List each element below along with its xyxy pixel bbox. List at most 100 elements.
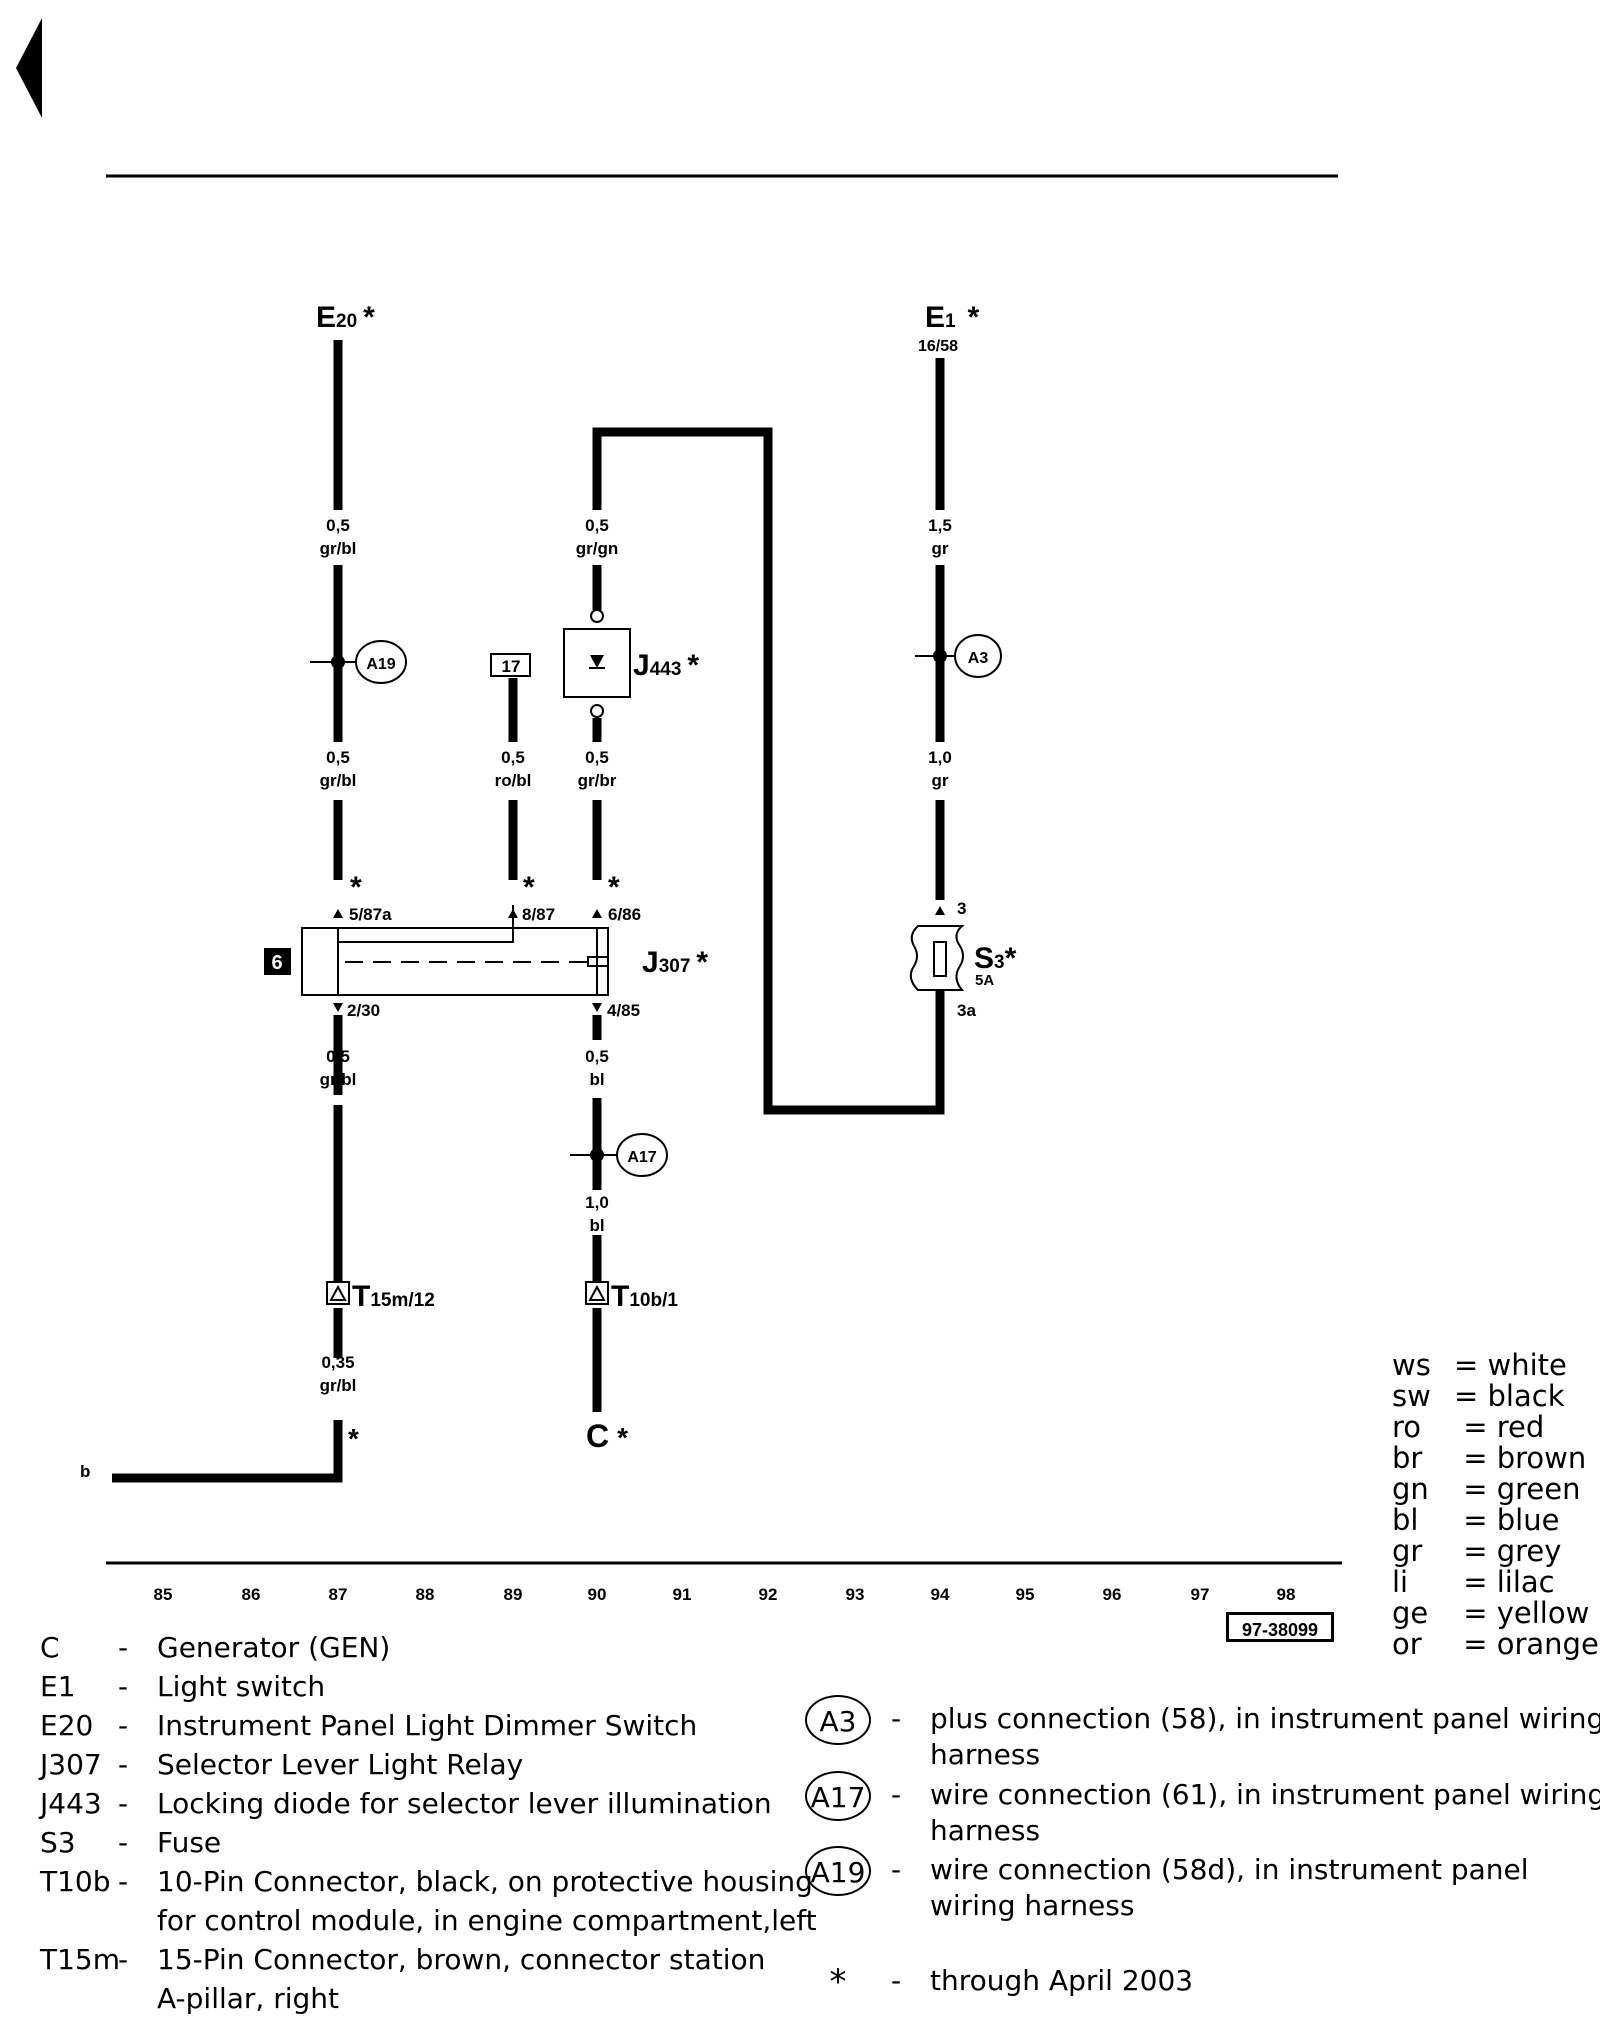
connection-code: * xyxy=(829,1962,847,2002)
reference-number: 97-38099 xyxy=(1226,1612,1334,1642)
legend-desc: 10-Pin Connector, black, on protective h… xyxy=(157,1865,813,1898)
wire-size: 0,5 xyxy=(585,748,609,767)
back-arrow-icon[interactable] xyxy=(16,18,42,118)
wire-size: 1,0 xyxy=(928,748,952,767)
grid-number: 94 xyxy=(931,1585,950,1604)
legend-code: T10b xyxy=(40,1865,111,1898)
legend-desc: Locking diode for selector lever illumin… xyxy=(157,1787,772,1820)
t15m-star: * xyxy=(348,1423,359,1454)
color-name: = lilac xyxy=(1454,1565,1555,1599)
color-abbr: ws xyxy=(1392,1348,1431,1382)
wire-labels: 0,5 gr/bl 0,5 gr/gn 1,5 gr 0,5 gr/bl 0,5… xyxy=(320,516,952,1395)
pin-6-86: 6/86 xyxy=(608,905,641,924)
color-abbr: bl xyxy=(1392,1503,1419,1537)
color-abbr: ro xyxy=(1392,1410,1422,1444)
wire-size: 0,5 xyxy=(501,748,525,767)
legend-desc: Instrument Panel Light Dimmer Switch xyxy=(157,1709,698,1742)
relay-pin-arrows xyxy=(333,906,945,1012)
box-6 xyxy=(264,948,291,975)
color-name: = yellow xyxy=(1454,1596,1590,1630)
grid-number: 86 xyxy=(242,1585,261,1604)
pin-4-85: 4/85 xyxy=(607,1001,640,1020)
connection-code: A19 xyxy=(805,1846,871,1896)
pin-arrow-2-30 xyxy=(333,1003,343,1012)
color-abbr: gn xyxy=(1392,1472,1429,1506)
e1-name: E1* xyxy=(925,301,980,334)
legend-desc: Generator (GEN) xyxy=(157,1631,391,1664)
legend-dash: - xyxy=(118,1943,129,1976)
pin-arrow-6-86 xyxy=(592,909,602,918)
grid-number: 91 xyxy=(673,1585,692,1604)
connection-dash: - xyxy=(891,1853,902,1886)
color-abbr: ge xyxy=(1392,1596,1429,1630)
connection-desc-line: through April 2003 xyxy=(930,1964,1194,1997)
connector-pin-icon xyxy=(588,1284,606,1301)
connection-desc-line: wire connection (61), in instrument pane… xyxy=(930,1778,1600,1811)
pin-arrow-4-85 xyxy=(592,1003,602,1012)
color-name: = green xyxy=(1454,1472,1581,1506)
j443-name: J443* xyxy=(633,649,699,682)
legend-dash: - xyxy=(118,1748,129,1781)
connection-desc-line: harness xyxy=(930,1738,1041,1771)
wire-size: 1,5 xyxy=(928,516,952,535)
s3-pin-out: 3a xyxy=(957,1001,976,1020)
fuse-icon xyxy=(933,941,947,977)
connection-desc: through April 2003 xyxy=(930,1963,1600,1999)
grid-number: 97 xyxy=(1191,1585,1210,1604)
wire-size: 0,5 xyxy=(585,1047,609,1066)
s3-name: S3* xyxy=(974,942,1017,975)
pin-arrow-8-87 xyxy=(508,909,518,918)
connection-desc-line: wiring harness xyxy=(930,1889,1135,1922)
connection-legend: A3-plus connection (58), in instrument p… xyxy=(805,1695,1600,2020)
color-abbr: gr xyxy=(1392,1534,1423,1568)
pin-2-30: 2/30 xyxy=(347,1001,380,1020)
wire-size: 0,5 xyxy=(326,748,350,767)
splices: A19 A17 A3 xyxy=(310,634,1002,1177)
color-abbr: br xyxy=(1392,1441,1423,1475)
grid-number: 90 xyxy=(588,1585,607,1604)
wire-b-route xyxy=(112,1420,343,1483)
legend-desc: Light switch xyxy=(157,1670,326,1703)
s3-rating: 5A xyxy=(975,972,994,989)
star-6-86: * xyxy=(608,871,620,904)
wire-color: gr/bl xyxy=(320,771,357,790)
a19-label: A19 xyxy=(366,656,395,673)
grid-number: 87 xyxy=(329,1585,348,1604)
connection-desc: plus connection (58), in instrument pane… xyxy=(930,1701,1600,1773)
wire-color: bl xyxy=(589,1216,604,1235)
wire-size: 1,0 xyxy=(585,1193,609,1212)
legend-code: E1 xyxy=(40,1670,76,1703)
legend-desc: Fuse xyxy=(157,1826,222,1859)
legend-code: T15m xyxy=(40,1943,121,1976)
grid-number: 98 xyxy=(1277,1585,1296,1604)
wire-size: 0,35 xyxy=(321,1353,354,1372)
grid-number: 93 xyxy=(846,1585,865,1604)
color-name: = blue xyxy=(1454,1503,1560,1537)
wire-color: gr/bl xyxy=(320,1376,357,1395)
grid-number: 92 xyxy=(759,1585,778,1604)
wire-color: bl xyxy=(589,1070,604,1089)
legend-dash: - xyxy=(118,1709,129,1742)
wire-color: gr/gn xyxy=(576,539,619,558)
connector-pin-icon xyxy=(329,1284,347,1301)
t10b-name: T10b/1 xyxy=(611,1280,678,1313)
grid-number: 88 xyxy=(416,1585,435,1604)
wire-loop-to-s3 xyxy=(592,427,945,1115)
legend-dash: - xyxy=(118,1670,129,1703)
legend-desc-cont: A-pillar, right xyxy=(157,1982,340,2015)
a17-symbol xyxy=(616,1133,668,1177)
legend-desc: 15-Pin Connector, brown, connector stati… xyxy=(157,1943,766,1976)
connection-desc-line: harness xyxy=(930,1814,1041,1847)
color-name: = brown xyxy=(1454,1441,1587,1475)
legend-code: J307 xyxy=(40,1748,102,1781)
terminal-17-label: 17 xyxy=(502,657,521,676)
wire-size: 0,5 xyxy=(326,1047,350,1066)
connection-dash: - xyxy=(891,1964,902,1997)
grid-number: 96 xyxy=(1103,1585,1122,1604)
diode-icon xyxy=(590,655,604,668)
wire-color: gr xyxy=(932,539,949,558)
wire-color: gr/bl xyxy=(320,539,357,558)
